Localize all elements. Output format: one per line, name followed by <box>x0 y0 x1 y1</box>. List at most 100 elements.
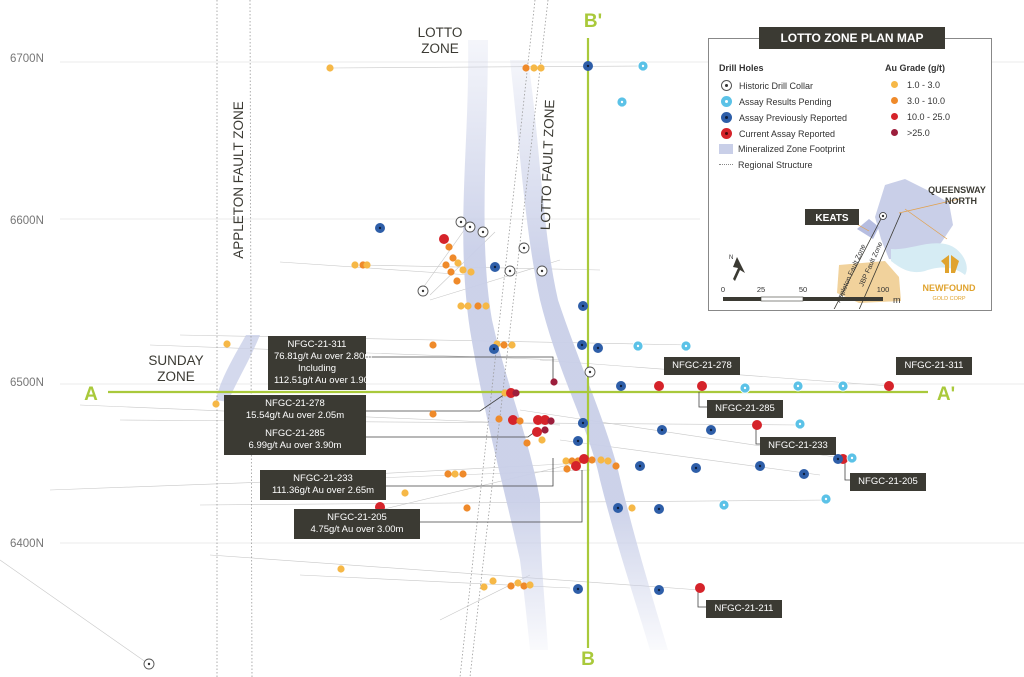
northing-label-6500n: 6500N <box>10 377 44 389</box>
callout-intercept: 76.81g/t Au over 2.80m <box>274 350 373 362</box>
grade-intercept-marker <box>474 302 482 310</box>
legend-label: Regional Structure <box>738 160 813 170</box>
lotto-zone-label-line2: ZONE <box>421 41 459 56</box>
grade-intercept-marker <box>604 457 612 465</box>
legend-item-regional-structure: Regional Structure <box>719 160 813 170</box>
marker-center <box>596 346 600 350</box>
logo-mark-icon <box>941 255 959 273</box>
sunday-zone-label-line1: SUNDAY <box>148 353 203 368</box>
grade-intercept-marker <box>439 234 449 244</box>
tag-nfgc-21-233: NFGC-21-233 <box>760 437 836 455</box>
scale-bar: 0 25 50 100 m <box>721 285 901 305</box>
marker-center <box>580 343 584 347</box>
marker-center <box>660 428 664 432</box>
inset-keats-label: KEATS <box>815 213 848 224</box>
grade-intercept-marker <box>459 470 467 478</box>
legend-item-historic-collar: Historic Drill Collar <box>721 80 813 91</box>
grade-intercept-marker <box>537 64 545 72</box>
callout-nfgc-21-278-detail: NFGC-21-278 15.54g/t Au over 2.05m <box>224 395 366 425</box>
legend-grade-gt25: >25.0 <box>889 127 930 138</box>
marker-center <box>481 230 485 234</box>
grade-intercept-marker <box>533 415 543 425</box>
legend-grade-10-25: 10.0 - 25.0 <box>889 111 950 122</box>
grade-intercept-marker <box>212 400 220 408</box>
marker-center <box>836 457 840 461</box>
lotto-fault-zone-label: LOTTO FAULT ZONE <box>538 99 558 230</box>
marker-center <box>581 304 585 308</box>
callout-nfgc-21-311-detail: NFGC-21-311 76.81g/t Au over 2.80m Inclu… <box>268 336 377 390</box>
appleton-fault-zone-label: APPLETON FAULT ZONE <box>231 101 246 259</box>
grade-intercept-marker <box>463 504 471 512</box>
inset-keats-label-box <box>805 209 859 225</box>
grade-intercept-marker <box>562 457 570 465</box>
map-labels: 6700N 6600N 6500N 6400N LOTTO ZONE SUNDA… <box>10 11 955 670</box>
lotto-zone-label-line1: LOTTO <box>418 25 463 40</box>
grade-intercept-marker <box>489 577 497 585</box>
marker-center <box>147 662 151 666</box>
callout-hole-id: NFGC-21-278 <box>265 398 325 409</box>
north-arrow-label: N <box>729 255 733 261</box>
marker-center <box>616 506 620 510</box>
marker-center <box>468 225 472 229</box>
mineralized-zone-footprint <box>216 40 668 650</box>
marker-center <box>619 384 623 388</box>
callout-intercept: 4.75g/t Au over 3.00m <box>310 523 404 535</box>
grade-intercept-marker <box>538 436 546 444</box>
marker-center <box>798 422 802 426</box>
marker-center <box>492 347 496 351</box>
scale-unit-label: m <box>893 295 901 305</box>
legend-label: Assay Previously Reported <box>739 112 848 123</box>
section-label-b: B <box>581 649 595 670</box>
grade-intercept-marker <box>523 439 531 447</box>
marker-center <box>493 265 497 269</box>
grade-intercept-marker <box>442 261 450 269</box>
marker-center <box>508 269 512 273</box>
grade-intercept-marker <box>514 579 522 587</box>
marker-center <box>540 269 544 273</box>
grade-intercept-marker <box>612 462 620 470</box>
grade-intercept-marker <box>516 417 524 425</box>
marker-center <box>694 466 698 470</box>
legend-item-footprint: Mineralized Zone Footprint <box>719 144 845 154</box>
grade-dot-icon <box>889 127 900 138</box>
marker-center <box>588 370 592 374</box>
regional-structure-line-icon <box>719 164 733 166</box>
legend-label: 1.0 - 3.0 <box>907 79 941 90</box>
grade-intercept-marker <box>532 427 542 437</box>
grade-intercept-marker <box>453 277 461 285</box>
grade-intercept-marker <box>459 266 467 274</box>
grade-intercept-marker <box>563 465 571 473</box>
northing-label-6400n: 6400N <box>10 538 44 550</box>
grade-intercept-marker <box>550 378 558 386</box>
grade-intercept-marker <box>445 243 453 251</box>
sunday-zone-label-line2: ZONE <box>157 369 195 384</box>
legend-grade-3-10: 3.0 - 10.0 <box>889 95 945 106</box>
tag-nfgc-21-285: NFGC-21-285 <box>707 400 783 418</box>
legend-title: LOTTO ZONE PLAN MAP <box>759 27 945 49</box>
callout-intercept: 6.99g/t Au over 3.90m <box>248 439 342 451</box>
grade-intercept-marker <box>429 341 437 349</box>
grade-intercept-marker <box>522 64 530 72</box>
legend-grade-heading: Au Grade (g/t) <box>885 63 945 73</box>
grade-intercept-marker <box>520 582 528 590</box>
grade-intercept-marker <box>697 381 707 391</box>
marker-center <box>581 421 585 425</box>
grade-intercept-marker <box>752 420 762 430</box>
grade-intercept-marker <box>628 504 636 512</box>
scale-tick-label: 100 <box>877 285 890 294</box>
grade-intercept-marker <box>579 454 589 464</box>
lotto-fault-east <box>469 0 549 677</box>
legend-item-current-assay: Current Assay Reported <box>721 128 835 139</box>
marker-center <box>638 464 642 468</box>
marker-center <box>378 226 382 230</box>
grade-intercept-marker <box>508 341 516 349</box>
marker-center <box>522 246 526 250</box>
scale-tick-label: 25 <box>757 285 765 294</box>
lotto-fault-west <box>459 0 536 677</box>
grade-intercept-marker <box>401 489 409 497</box>
marker-center <box>743 386 747 390</box>
marker-center <box>641 64 645 68</box>
callout-hole-id: NFGC-21-285 <box>265 428 325 439</box>
inset-queensway-label-line2: NORTH <box>945 196 977 206</box>
